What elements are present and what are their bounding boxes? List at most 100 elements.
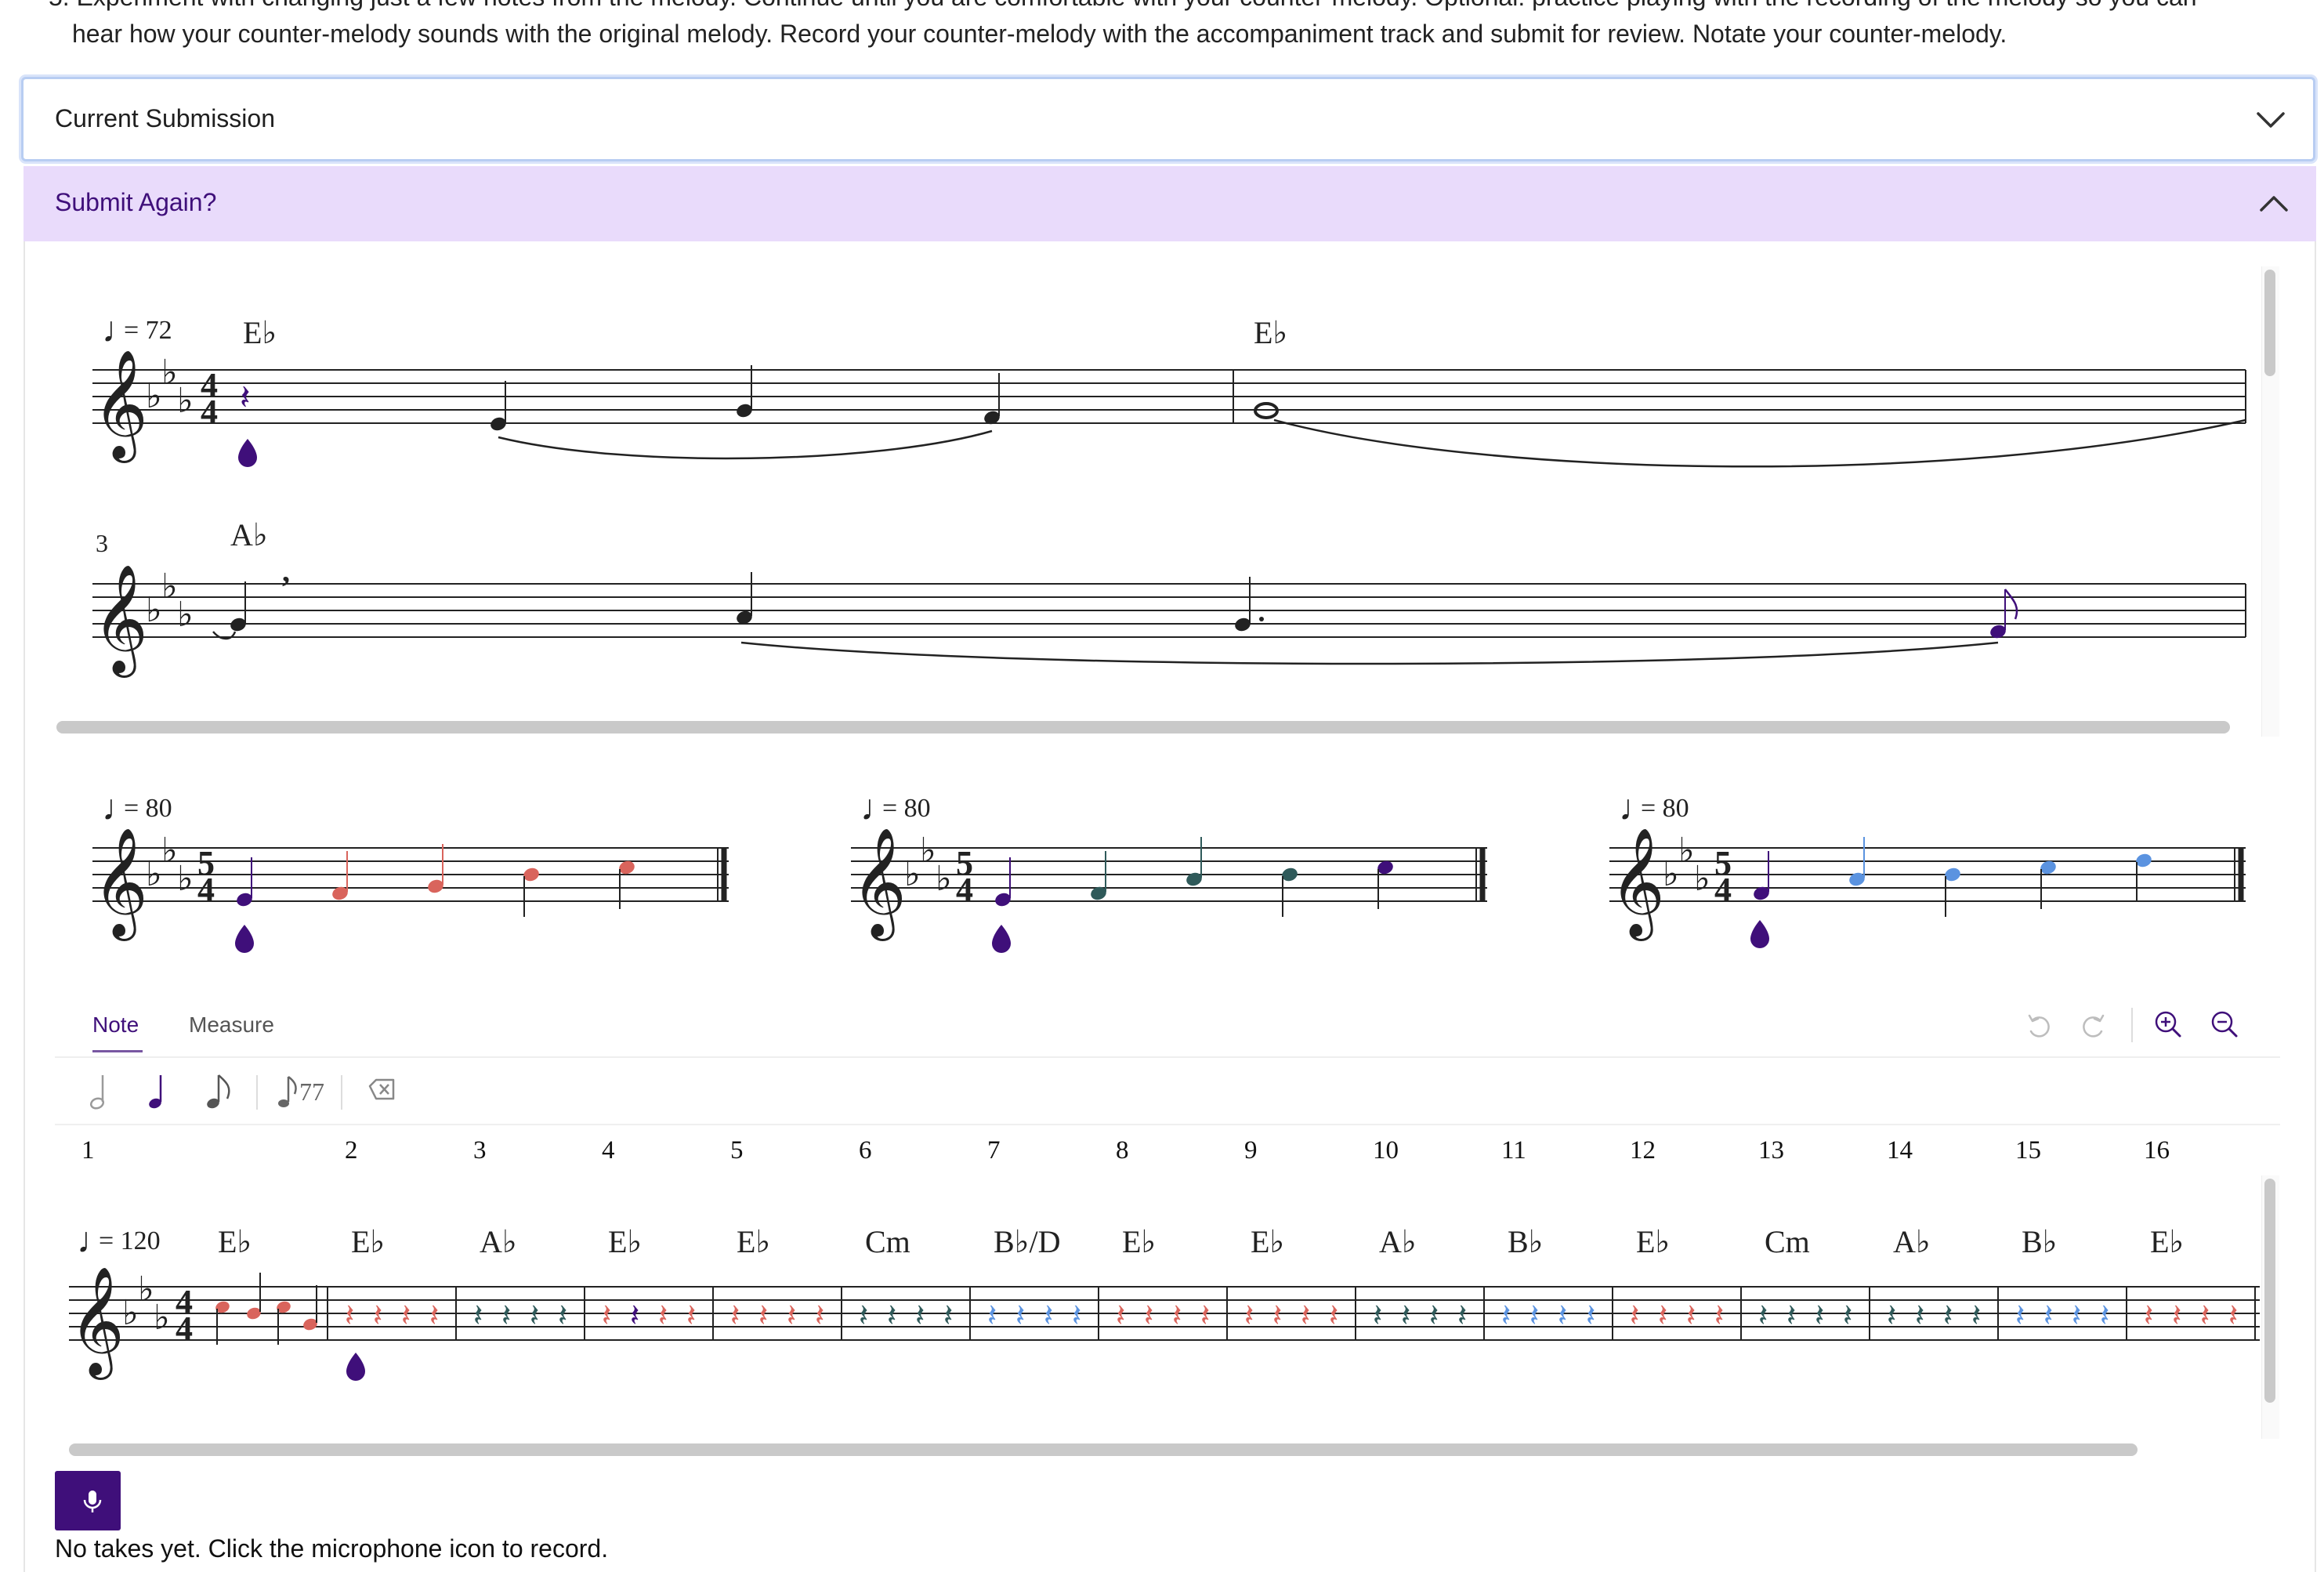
melody-score-vscroll-thumb[interactable] — [2264, 270, 2275, 376]
rest-note[interactable]: 𝄽 — [2200, 1298, 2210, 1333]
rest-note[interactable]: 𝄽 — [1244, 1298, 1254, 1333]
rest-note[interactable]: 𝄽 — [730, 1298, 740, 1333]
note[interactable] — [426, 844, 445, 895]
rest-note[interactable]: 𝄽 — [530, 1298, 539, 1333]
note[interactable] — [1280, 866, 1299, 917]
rest-note[interactable]: 𝄽 — [630, 1298, 639, 1333]
rest-note[interactable]: 𝄽 — [1658, 1298, 1667, 1333]
rest-note[interactable]: 𝄽 — [1943, 1298, 1953, 1333]
rest-note[interactable]: 𝄽 — [345, 1298, 354, 1333]
note[interactable] — [275, 1299, 292, 1345]
delete-icon[interactable] — [368, 1078, 395, 1100]
eighth-note-icon[interactable] — [205, 1074, 230, 1110]
rest-note[interactable]: 𝄽 — [1558, 1298, 1567, 1333]
note[interactable] — [1943, 866, 1962, 917]
rest-note[interactable]: 𝄽 — [1144, 1298, 1153, 1333]
whole-note[interactable] — [1254, 402, 1279, 419]
cursor-marker[interactable] — [238, 439, 257, 467]
rest-note[interactable]: 𝄽 — [1686, 1298, 1696, 1333]
rest-note[interactable]: 𝄽 — [1586, 1298, 1595, 1333]
rest-note[interactable]: 𝄽 — [1015, 1298, 1025, 1333]
rest-note[interactable]: 𝄽 — [501, 1298, 511, 1333]
note[interactable] — [1233, 577, 1264, 633]
rest-note[interactable]: 𝄽 — [401, 1298, 411, 1333]
zoom-out-icon[interactable] — [2206, 1006, 2243, 1042]
rest-note[interactable]: 𝄽 — [1887, 1298, 1896, 1333]
rest-note[interactable]: 𝄽 — [240, 379, 250, 417]
note[interactable] — [331, 851, 349, 902]
rest-note[interactable]: 𝄽 — [1457, 1298, 1467, 1333]
melody-score-vscroll[interactable] — [2261, 266, 2279, 737]
accompaniment-vscroll-thumb[interactable] — [2264, 1179, 2275, 1403]
zoom-in-icon[interactable] — [2150, 1006, 2186, 1042]
rest-note[interactable]: 𝄽 — [1630, 1298, 1639, 1333]
note[interactable] — [983, 373, 1001, 426]
cursor-marker[interactable] — [992, 925, 1011, 953]
rest-note[interactable]: 𝄽 — [787, 1298, 796, 1333]
rest-note[interactable]: 𝄽 — [2172, 1298, 2181, 1333]
note[interactable] — [489, 381, 508, 433]
quarter-note-icon[interactable] — [147, 1075, 162, 1110]
rest-note[interactable]: 𝄽 — [1529, 1298, 1539, 1333]
cursor-marker[interactable] — [1750, 920, 1769, 948]
note[interactable] — [1989, 589, 2018, 640]
rest-note[interactable]: 𝄽 — [1272, 1298, 1282, 1333]
rest-note[interactable]: 𝄽 — [686, 1298, 696, 1333]
rest-note[interactable]: 𝄽 — [473, 1298, 483, 1333]
rest-note[interactable]: 𝄽 — [859, 1298, 868, 1333]
rest-note[interactable]: 𝄽 — [1401, 1298, 1410, 1333]
undo-icon[interactable] — [2022, 1008, 2058, 1044]
note[interactable] — [1848, 837, 1866, 888]
rest-note[interactable]: 𝄽 — [887, 1298, 896, 1333]
note[interactable] — [1089, 851, 1108, 902]
rest-note[interactable]: 𝄽 — [987, 1298, 997, 1333]
note[interactable] — [1376, 859, 1395, 909]
rest-note[interactable]: 𝄽 — [1714, 1298, 1724, 1333]
rest-note[interactable]: 𝄽 — [758, 1298, 768, 1333]
record-button[interactable] — [55, 1471, 121, 1530]
rest-note[interactable]: 𝄽 — [943, 1298, 953, 1333]
note[interactable] — [235, 857, 254, 908]
rest-note[interactable]: 𝄽 — [1971, 1298, 1981, 1333]
current-submission-accordion[interactable]: Current Submission — [21, 77, 2315, 161]
rest-note[interactable]: 𝄽 — [2043, 1298, 2053, 1333]
note[interactable] — [302, 1285, 319, 1332]
note[interactable] — [229, 581, 248, 633]
rest-note[interactable]: 𝄽 — [373, 1298, 382, 1333]
rest-note[interactable]: 𝄽 — [2144, 1298, 2153, 1333]
note[interactable] — [214, 1299, 231, 1345]
rest-note[interactable]: 𝄽 — [1301, 1298, 1310, 1333]
note[interactable] — [1185, 837, 1204, 888]
rest-note[interactable]: 𝄽 — [2100, 1298, 2109, 1333]
rest-note[interactable]: 𝄽 — [1429, 1298, 1439, 1333]
note[interactable] — [245, 1273, 262, 1321]
redo-icon[interactable] — [2075, 1008, 2111, 1044]
rest-note[interactable]: 𝄽 — [1329, 1298, 1338, 1333]
tab-note[interactable]: Note — [92, 1012, 139, 1037]
rest-note[interactable]: 𝄽 — [815, 1298, 824, 1333]
rest-note[interactable]: 𝄽 — [1044, 1298, 1053, 1333]
rest-note[interactable]: 𝄽 — [1373, 1298, 1382, 1333]
rest-note[interactable]: 𝄽 — [2228, 1298, 2238, 1333]
rest-note[interactable]: 𝄽 — [1786, 1298, 1796, 1333]
tab-measure[interactable]: Measure — [189, 1012, 274, 1037]
rest-note[interactable]: 𝄽 — [429, 1298, 439, 1333]
note[interactable] — [2039, 859, 2058, 909]
submit-again-accordion[interactable]: Submit Again? — [24, 166, 2316, 241]
rest-icon[interactable]: 77 — [278, 1076, 324, 1107]
rest-note[interactable]: 𝄽 — [1915, 1298, 1924, 1333]
rest-note[interactable]: 𝄽 — [658, 1298, 668, 1333]
note[interactable] — [735, 365, 754, 419]
rest-note[interactable]: 𝄽 — [1116, 1298, 1125, 1333]
rest-note[interactable]: 𝄽 — [1815, 1298, 1824, 1333]
accompaniment-hscroll-thumb[interactable] — [69, 1443, 2138, 1456]
rest-note[interactable]: 𝄽 — [2015, 1298, 2025, 1333]
rest-note[interactable]: 𝄽 — [2072, 1298, 2081, 1333]
rest-note[interactable]: 𝄽 — [1843, 1298, 1852, 1333]
rest-note[interactable]: 𝄽 — [915, 1298, 925, 1333]
cursor-marker[interactable] — [346, 1353, 365, 1381]
note[interactable] — [522, 866, 541, 917]
rest-note[interactable]: 𝄽 — [1200, 1298, 1210, 1333]
note[interactable] — [1752, 851, 1771, 902]
half-note-icon[interactable] — [89, 1075, 105, 1110]
